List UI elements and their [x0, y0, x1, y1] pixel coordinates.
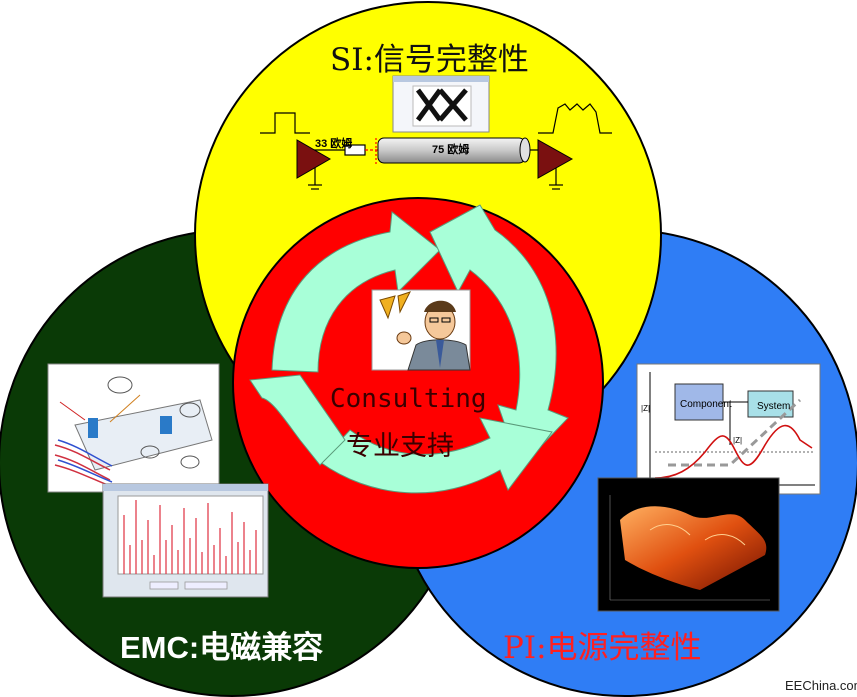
component-box: [674, 383, 724, 421]
resistor-label: 33 欧姆: [315, 138, 353, 150]
driver-buffer-icon: [296, 139, 332, 179]
spectrum-bars: [123, 500, 257, 574]
tline-label: 75 欧姆: [432, 144, 470, 156]
cycle-arrow-left: [249, 374, 346, 466]
cycle-arrow-bottom: [319, 417, 553, 494]
consultant-illustration: [371, 289, 471, 371]
3d-surface-thumbnail: [597, 477, 780, 612]
impedance-marker-label: |Z|: [733, 436, 743, 445]
system-box: [747, 390, 794, 418]
impedance-axis-label: |Z|: [641, 404, 651, 413]
cycle-arrow-top: [271, 211, 441, 373]
component-label: Component: [680, 399, 732, 410]
eye-diagram-thumbnail: [392, 75, 490, 133]
fmax-label: fmax: [740, 486, 758, 495]
center-title-zh: 专业支持: [346, 431, 454, 462]
center-title-en: Consulting: [330, 384, 487, 414]
system-label: System: [757, 401, 791, 412]
pcb-radiation-thumbnail: [47, 363, 220, 493]
receiver-buffer-icon: [537, 139, 574, 179]
emc-title: EMC:电磁兼容: [120, 630, 324, 665]
pi-title: PI:电源完整性: [503, 630, 702, 666]
si-title: SI:信号完整性: [330, 42, 529, 78]
input-pulse: [260, 112, 310, 134]
watermark: EEChina.com: [785, 678, 857, 693]
cycle-arrow-right: [429, 204, 569, 469]
spectrum-chart-thumbnail: [102, 483, 269, 598]
output-pulse: [538, 103, 612, 134]
cycle-arrows: [249, 204, 569, 494]
impedance-chart-thumbnail: [636, 363, 821, 495]
